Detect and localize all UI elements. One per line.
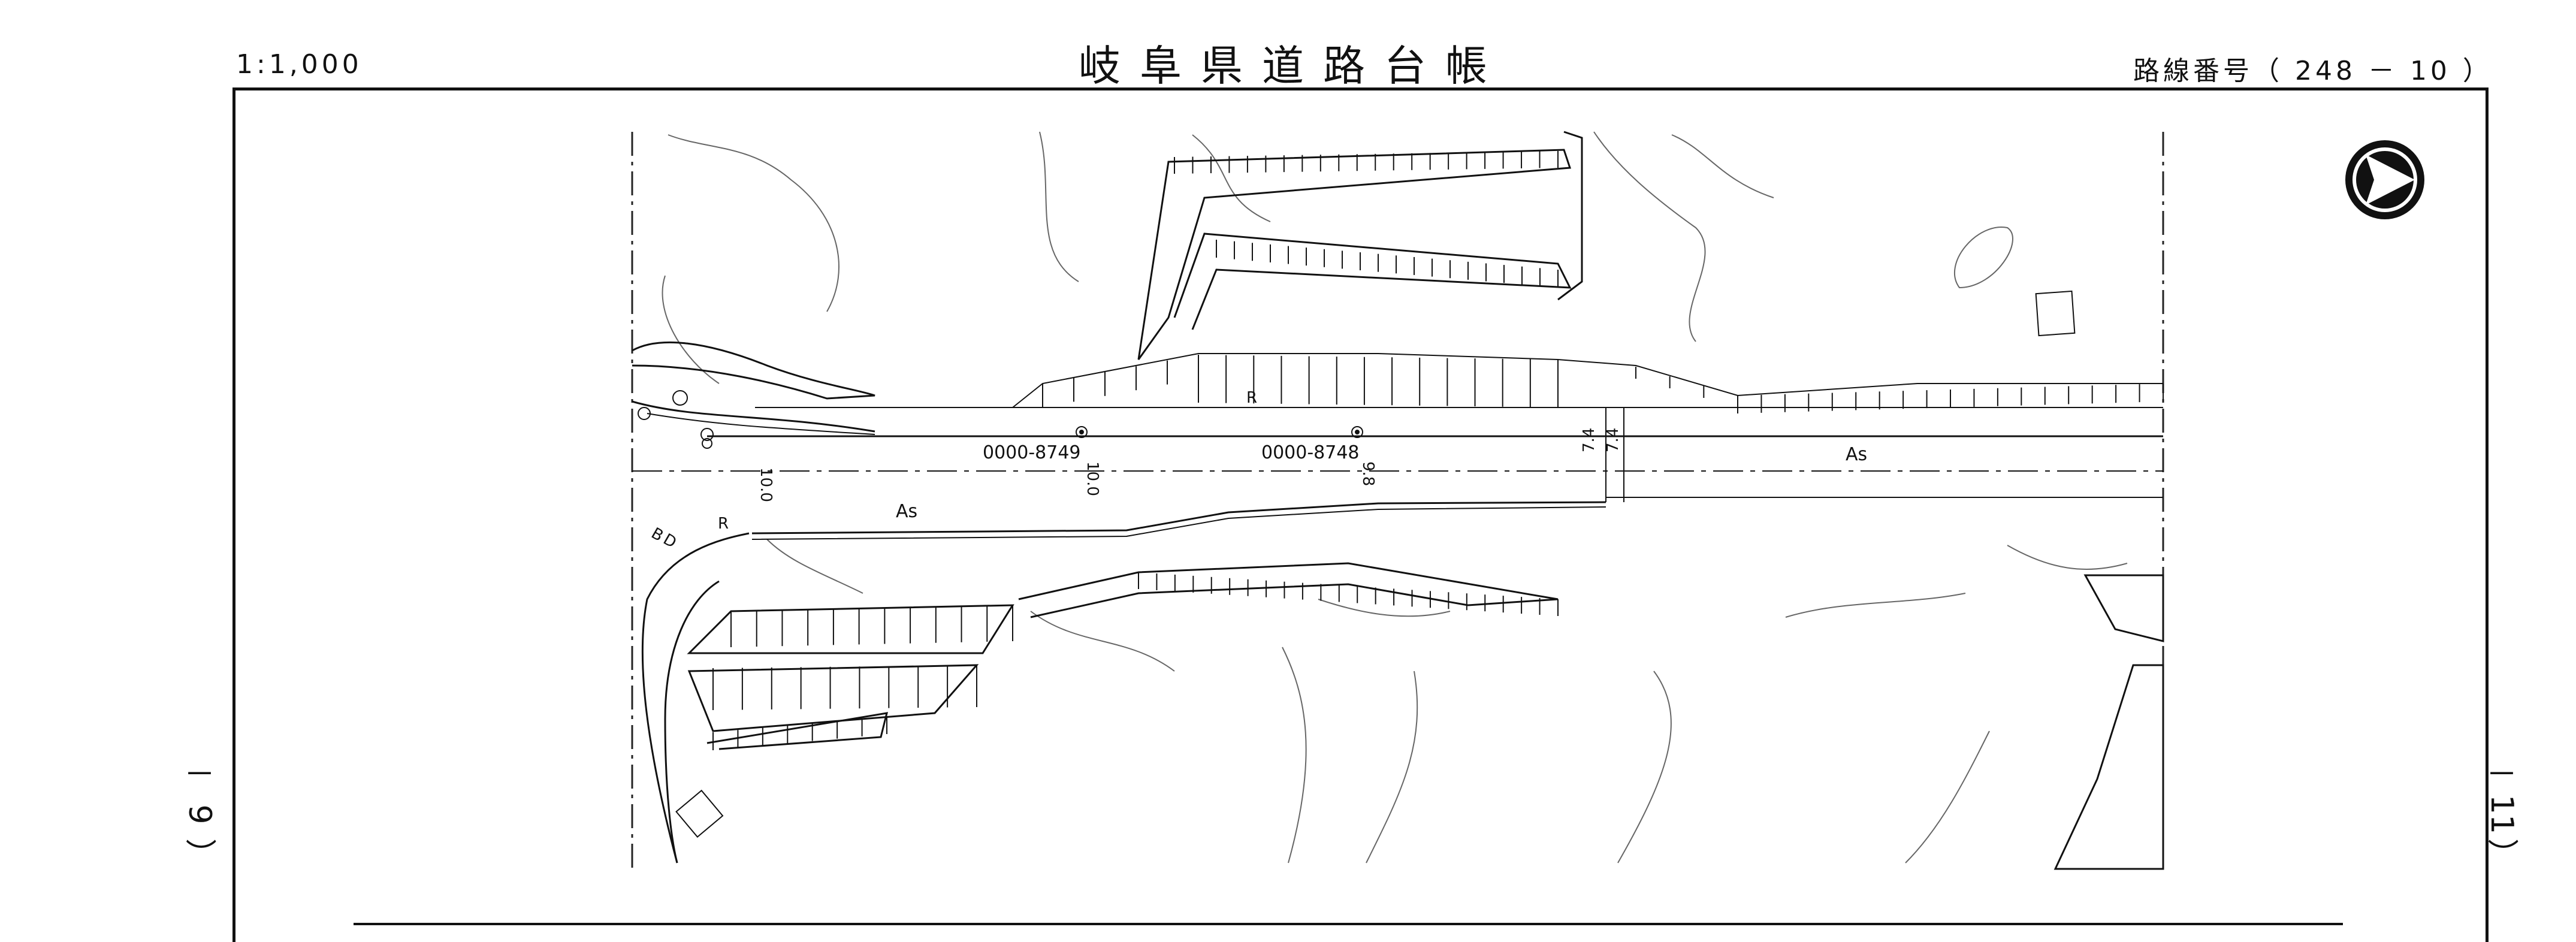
width-label-4: 7.4	[1580, 428, 1598, 452]
contour-lines	[662, 131, 2128, 864]
page-title: 岐阜県道路台帳	[1079, 41, 1506, 90]
segment-label-1: 0000-8749	[983, 442, 1081, 463]
slope-top-ticks	[712, 151, 2164, 750]
surface-label-main: As	[896, 501, 917, 522]
width-label-5: 7.4	[1604, 428, 1622, 452]
route-number: 路線番号（ 248 － 10 ）	[2133, 56, 2493, 86]
north-arrow-icon	[2345, 140, 2424, 219]
survey-points	[638, 390, 1363, 449]
road-edges	[632, 400, 2163, 540]
width-label-1: 10.0	[757, 467, 775, 502]
slope-lower	[687, 562, 2164, 870]
side-right-dash: －	[2486, 757, 2517, 793]
side-label-left: － 9 ）	[179, 755, 221, 874]
slope-left	[632, 341, 875, 864]
marker-r2: R	[1246, 389, 1257, 407]
buildings	[675, 290, 2076, 838]
width-label-3: 9.8	[1359, 461, 1377, 486]
map-frame	[232, 87, 2489, 942]
width-label-2: 10.0	[1083, 461, 1101, 496]
marker-r1: R	[718, 515, 729, 533]
bottom-rule	[354, 923, 2343, 925]
surface-label-top: As	[1846, 444, 1867, 465]
map-scale: 1:1,000	[236, 49, 363, 80]
slope-top-main	[1012, 353, 2163, 408]
segment-label-2: 0000-8748	[1261, 442, 1360, 463]
slope-upper-arms	[1137, 131, 1583, 360]
side-left-dash: －	[183, 757, 215, 793]
side-label-right: － 11 ）	[2481, 755, 2523, 874]
